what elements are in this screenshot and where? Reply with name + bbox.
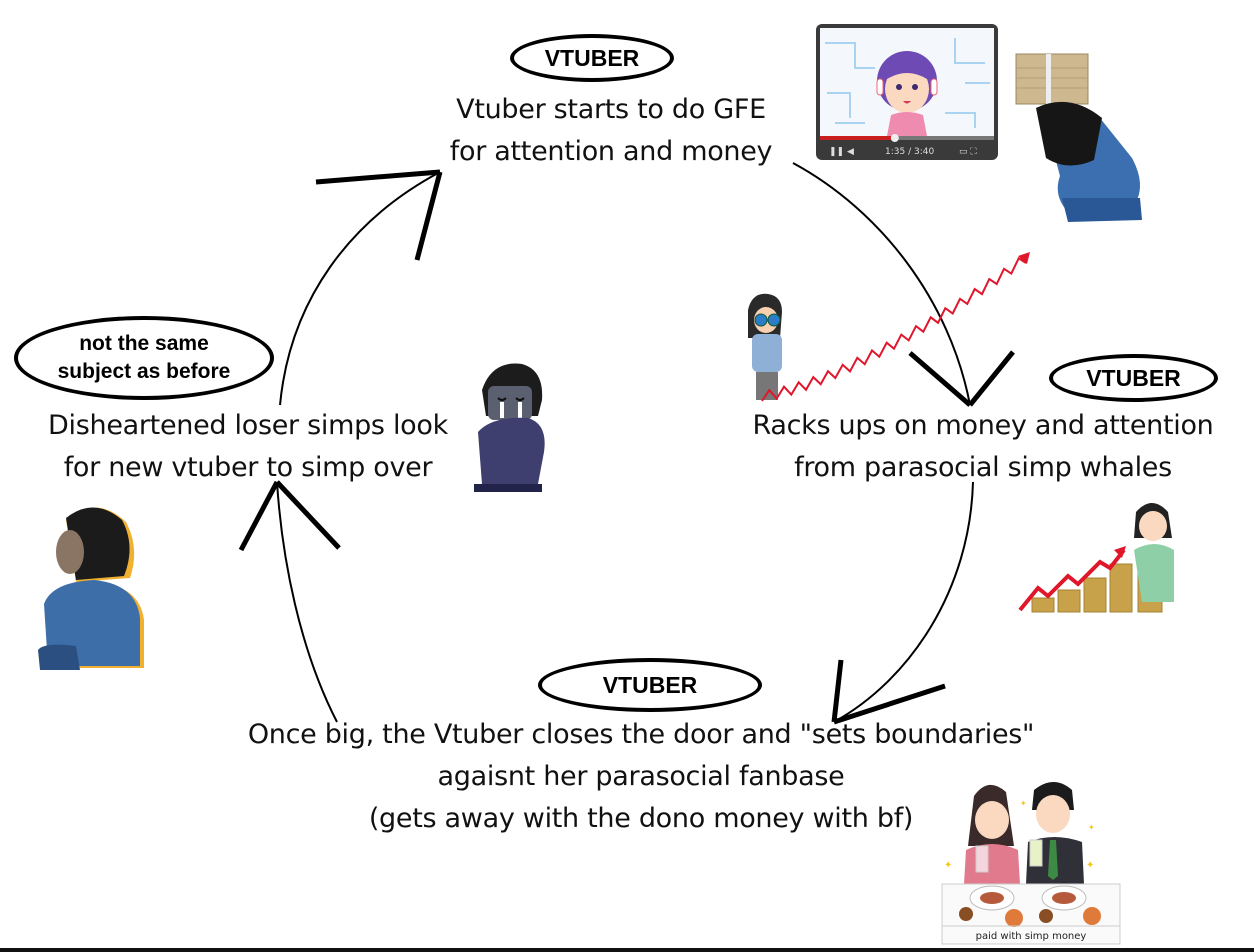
arrow-simps-to-gfe [279,169,443,406]
node-simps-line-1: Disheartened loser simps look [48,410,448,441]
video-player-vtuber-icon: ❚❚ ◀ 1:35 / 3:40 ▭ ⛶ [816,24,998,160]
badge-vtuber-racks: VTUBER [1049,354,1218,402]
person-sitting-from-back-icon [38,507,144,670]
binoculars-and-rising-line-icon [748,252,1030,402]
svg-text:✦: ✦ [1086,860,1094,871]
node-racks-text: Racks ups on money and attention from pa… [736,405,1230,489]
node-gfe-line-1: Vtuber starts to do GFE [456,94,766,125]
video-progress-fill [820,136,895,140]
svg-text:❚❚ ◀: ❚❚ ◀ [829,147,854,157]
arrow-gfe-to-racks [792,162,1015,407]
svg-text:✦: ✦ [1088,823,1095,832]
node-boundaries-line-3: (gets away with the dono money with bf) [368,803,914,834]
node-gfe-text: Vtuber starts to do GFE for attention an… [441,89,781,173]
crying-person-hugging-knees-icon [474,363,545,492]
arrow-racks-to-boundaries [831,481,974,725]
badge-vtuber-boundaries: VTUBER [538,658,762,712]
svg-text:✦: ✦ [944,860,952,871]
svg-text:✦: ✦ [1020,799,1027,808]
bottom-border [0,948,1254,952]
person-with-coin-stacks-icon [1018,503,1174,613]
badge-vtuber-gfe: VTUBER [510,34,674,82]
node-boundaries-text: Once big, the Vtuber closes the door and… [218,714,1064,840]
node-simps-line-2: for new vtuber to simp over [63,452,433,483]
person-kneeling-offering-money-icon [1015,53,1142,222]
node-racks-line-1: Racks ups on money and attention [752,410,1214,441]
node-boundaries-line-1: Once big, the Vtuber closes the door and… [247,719,1035,750]
svg-text:▭ ⛶: ▭ ⛶ [959,146,977,157]
dinner-caption: paid with simp money [976,931,1087,942]
rising-zigzag-line [761,256,1027,402]
node-racks-line-2: from parasocial simp whales [794,452,1172,483]
node-boundaries-line-2: agaisnt her parasocial fanbase [437,761,845,792]
badge-not-same-subject: not the same subject as before [14,316,274,400]
node-simps-text: Disheartened loser simps look for new vt… [30,405,466,489]
node-gfe-line-2: for attention and money [449,136,773,167]
couple-toasting-dinner-icon: paid with simp money ✦ ✦ ✦ ✦ [941,782,1121,945]
video-time-readout: 1:35 / 3:40 [885,147,934,157]
person-with-binoculars-icon [748,293,782,400]
arrow-boundaries-to-simps [238,480,341,723]
